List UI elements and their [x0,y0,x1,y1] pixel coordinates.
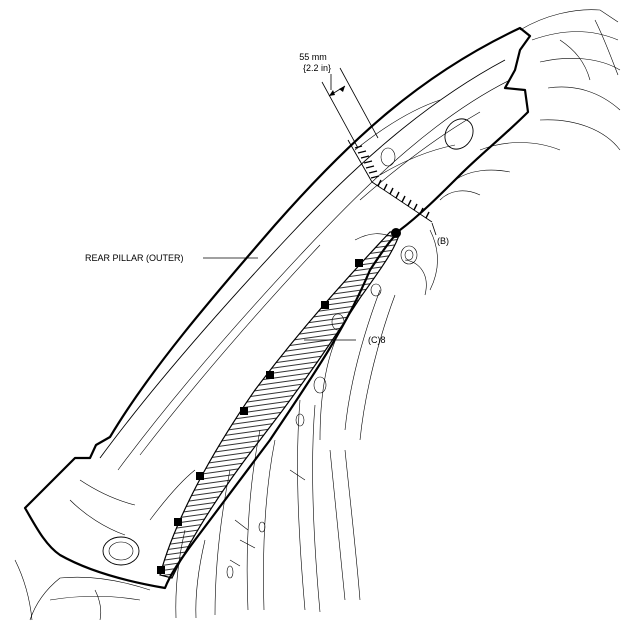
spot-weld [174,518,182,526]
dimension-mm-label: 55 mm [299,52,327,62]
spot-weld [240,407,248,415]
body-structure-background [14,9,621,621]
spot-weld-markers [157,259,363,574]
pillar-inner-contours [69,59,511,566]
cut-line [347,139,433,223]
point-c-label: (C)8 [368,335,386,345]
spot-weld [355,259,363,267]
spot-weld [266,371,274,379]
rear-pillar-outer-panel [23,26,532,590]
spot-weld [157,566,165,574]
hatched-weld-area [159,228,401,579]
leader-lines [203,222,437,341]
dimension-in-label: {2.2 in} [303,63,331,73]
dimension-indicator [321,67,379,149]
spot-weld [321,301,329,309]
rear-pillar-label: REAR PILLAR (OUTER) [85,253,184,263]
point-b-label: (B) [437,236,449,246]
spot-weld [196,472,204,480]
